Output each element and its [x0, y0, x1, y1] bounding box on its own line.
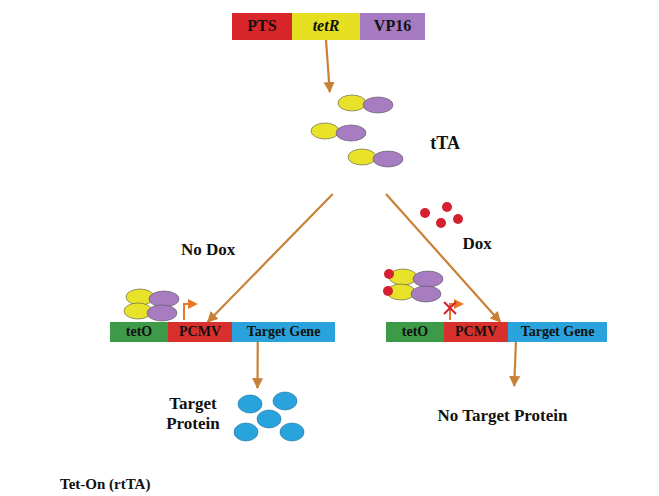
flow-arrow: [386, 194, 500, 322]
node-text: PCMV: [179, 324, 221, 340]
node-text: tetR: [313, 17, 340, 35]
tta-dox-complex: [383, 269, 443, 302]
transcription-arrow: [184, 304, 196, 320]
flow-arrow: [256, 342, 258, 388]
operator-segment: tetO: [386, 322, 444, 342]
edge-label: No Dox: [179, 240, 237, 260]
protein-group: tTA: [312, 92, 460, 194]
node-text: PCMV: [455, 324, 497, 340]
operator-segment: tetO: [110, 322, 168, 342]
promoter-segment: PCMV: [444, 322, 508, 342]
node-text: tetO: [402, 324, 428, 340]
promoter-segment: PCMV: [168, 322, 232, 342]
target-protein-shapes: [234, 392, 304, 441]
tta-protein: [311, 95, 403, 167]
dox-molecules: [420, 202, 463, 228]
flow-arrow: [514, 342, 516, 386]
gene-segment: tetR: [292, 13, 360, 40]
section-heading: Tet-On (rtTA): [60, 476, 150, 493]
gene-segment: Target Gene: [232, 322, 335, 342]
node-text: tetO: [126, 324, 152, 340]
domain-segment: VP16: [360, 13, 425, 40]
block-cross: [444, 302, 456, 314]
node-text: VP16: [374, 17, 411, 35]
output-group: Target Protein: [160, 388, 310, 440]
node-text: No Target Protein: [437, 406, 567, 426]
node-text: PTS: [247, 17, 276, 35]
gene-segment: Target Gene: [508, 322, 607, 342]
promoter-segment: PTS: [232, 13, 292, 40]
flow-arrow: [326, 40, 330, 92]
bound-tta: [124, 289, 179, 321]
node-text: Target Gene: [521, 324, 595, 340]
edge-label: Dox: [461, 234, 494, 254]
node-text: Target Gene: [247, 324, 321, 340]
node-text: Target Protein: [160, 394, 226, 433]
node-text: tTA: [430, 133, 460, 154]
output-label: No Target Protein: [405, 386, 600, 426]
